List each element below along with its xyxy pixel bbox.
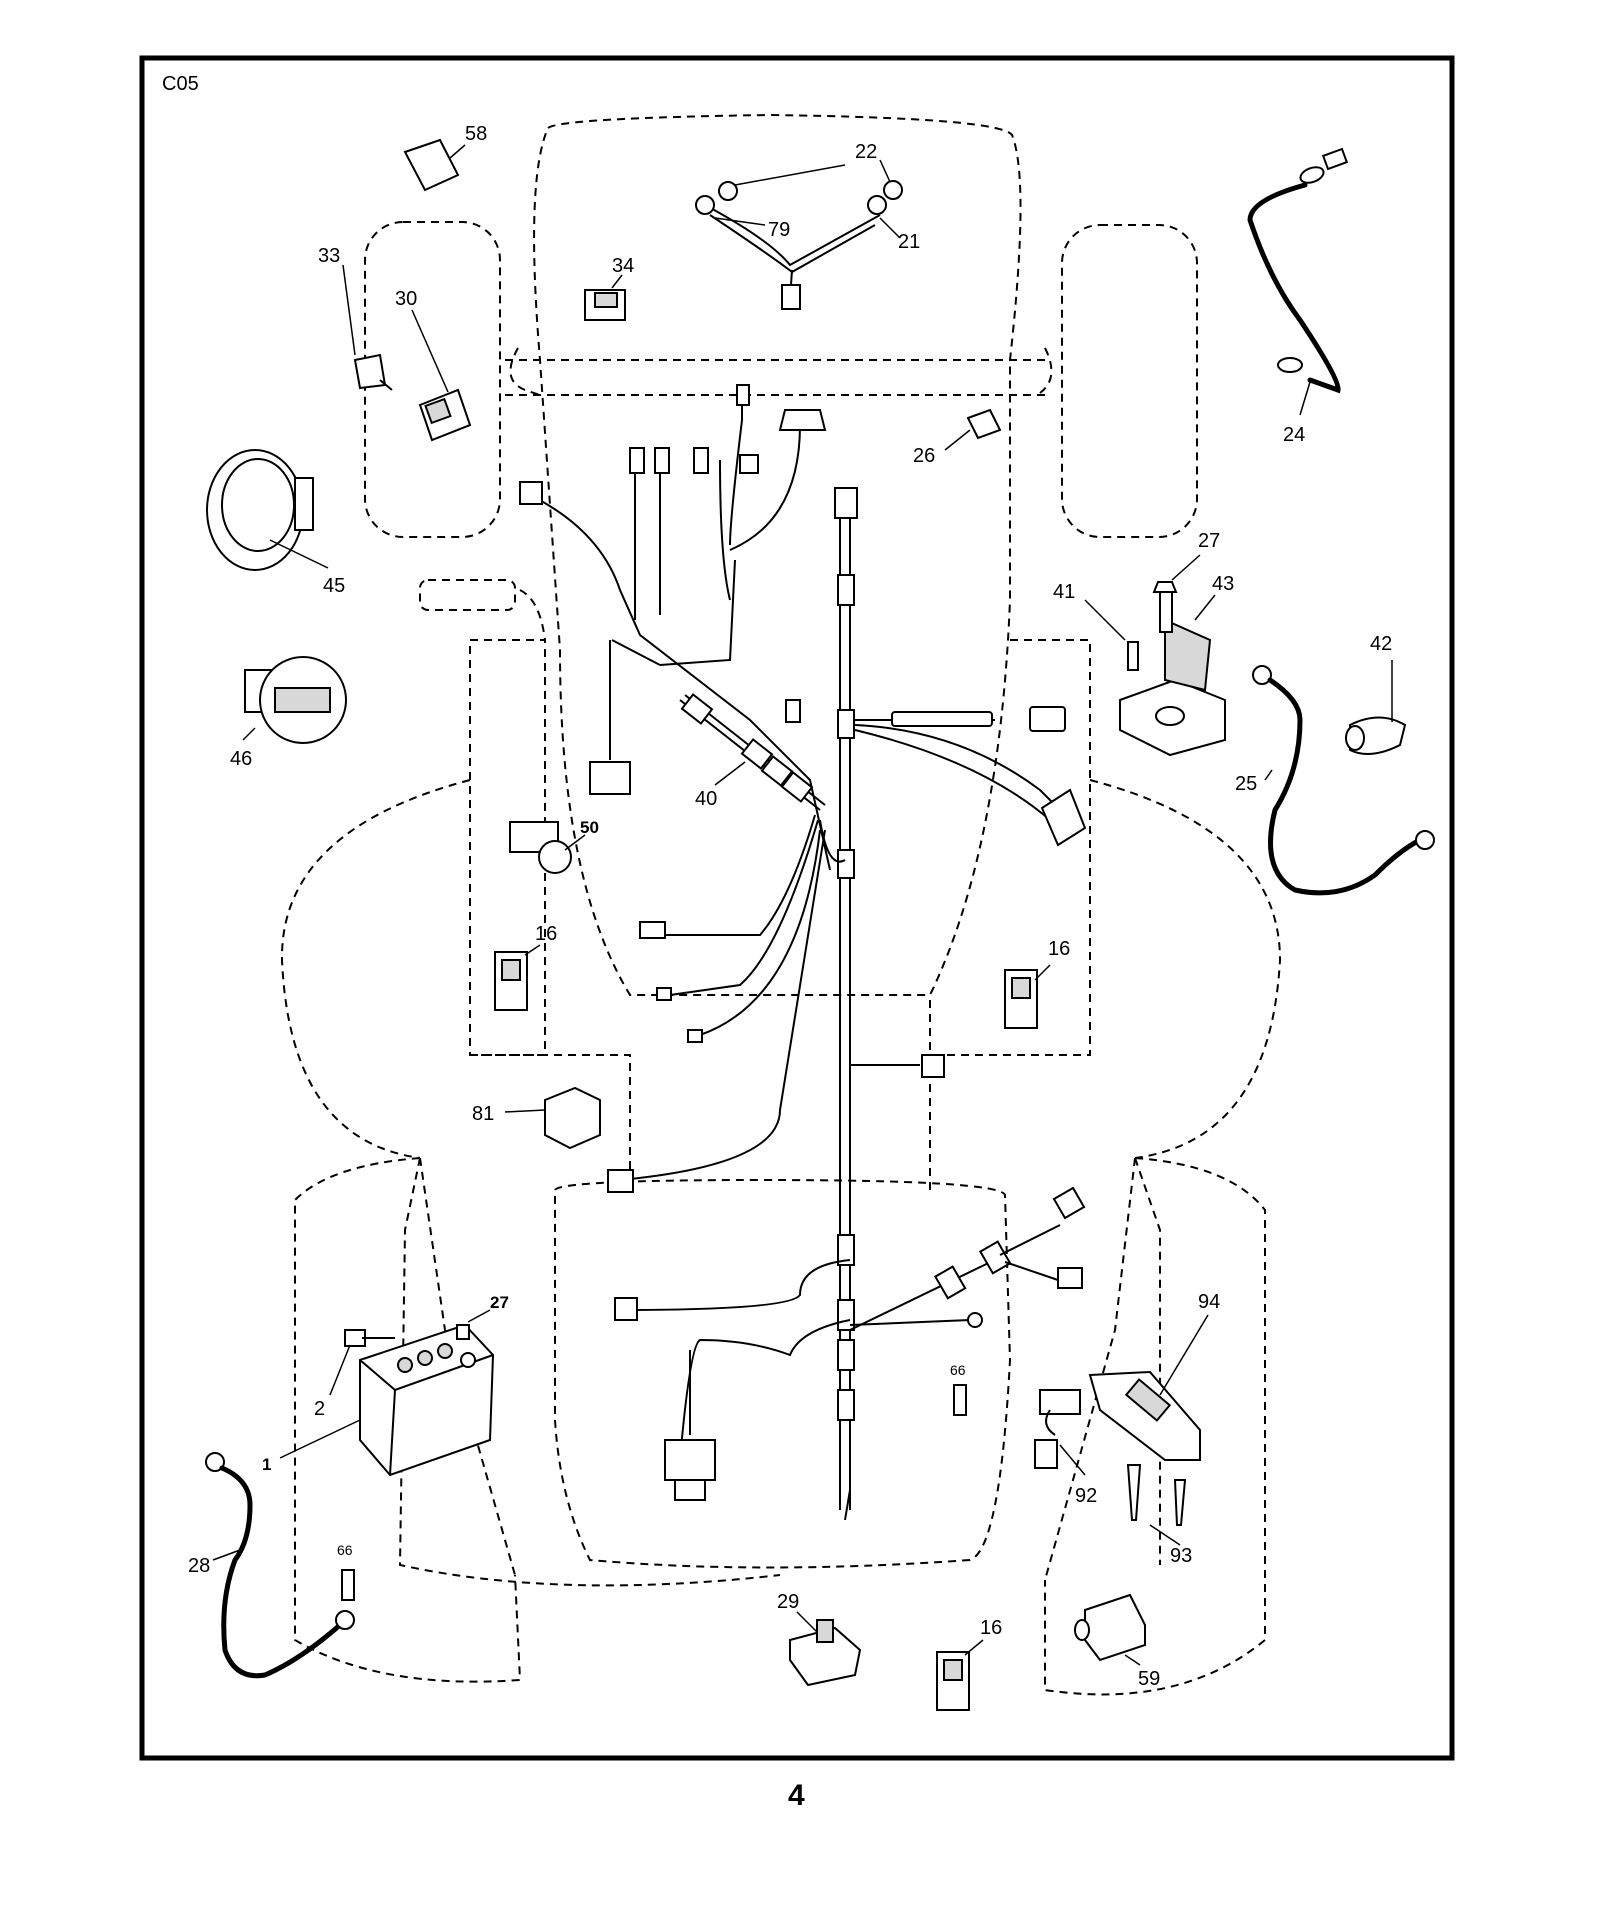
- callout-p25: 25: [1235, 773, 1257, 795]
- part-33-key: 33: [318, 245, 393, 391]
- callout-p22: 22: [855, 141, 877, 163]
- callout-p2: 2: [314, 1398, 325, 1420]
- callout-p93: 93: [1170, 1545, 1192, 1567]
- callout-p16c: 16: [980, 1617, 1002, 1639]
- diagram-code: C05: [162, 73, 199, 95]
- part-28-cable: 28: [188, 1452, 355, 1679]
- callout-p40: 40: [695, 788, 717, 810]
- callout-p79: 79: [768, 219, 790, 241]
- callout-p30: 30: [395, 288, 417, 310]
- callout-p24: 24: [1283, 424, 1305, 446]
- part-41-bolt: 41: [1053, 581, 1139, 671]
- part-29-switch: 29: [777, 1591, 862, 1687]
- callout-p34: 34: [612, 255, 634, 277]
- callout-p46: 46: [230, 748, 252, 770]
- callout-p27b: 27: [490, 1293, 509, 1312]
- main-harness: [519, 384, 1087, 1521]
- part-92-harness: 92: [1034, 1389, 1097, 1507]
- callout-p66a: 66: [950, 1362, 966, 1378]
- callout-p42: 42: [1370, 633, 1392, 655]
- part-94-module: 94: [1088, 1291, 1220, 1461]
- part-66-screw-center: 66: [950, 1362, 967, 1416]
- part-27-nut: 27: [1152, 530, 1220, 593]
- callout-p50: 50: [580, 818, 599, 837]
- diagram-frame: [139, 55, 1455, 1761]
- callout-p66b: 66: [337, 1542, 353, 1558]
- part-27-nut-battery: 27: [456, 1293, 509, 1340]
- part-24-cable: 24: [1247, 147, 1349, 446]
- part-22-headlights: 22 79 21: [695, 141, 920, 310]
- callout-p21: 21: [898, 231, 920, 253]
- callout-p28: 28: [188, 1555, 210, 1577]
- part-42-boot: 42: [1345, 633, 1407, 755]
- part-40-harness-label: 40: [695, 761, 746, 810]
- callout-p33: 33: [318, 245, 340, 267]
- callout-p59: 59: [1138, 1668, 1160, 1690]
- part-66-screw-left: 66: [337, 1542, 355, 1601]
- zone-outlines: [280, 113, 1282, 1696]
- page-number: 4: [788, 1779, 805, 1812]
- part-93-screws: 93: [1126, 1464, 1192, 1567]
- part-25-cable: 25: [1235, 665, 1435, 896]
- part-46-gauge: 46: [230, 656, 347, 770]
- callout-p29: 29: [777, 1591, 799, 1613]
- callout-p1: 1: [262, 1455, 271, 1474]
- callout-p92: 92: [1075, 1485, 1097, 1507]
- part-43-solenoid: 43: [1119, 573, 1234, 757]
- part-58: 58: [403, 123, 487, 192]
- part-16-switch-left: 16: [494, 923, 557, 1011]
- callout-p41: 41: [1053, 581, 1075, 603]
- part-16-switch-bottom: 16: [936, 1617, 1002, 1711]
- part-16-switch-right: 16: [1004, 938, 1070, 1029]
- callout-p43: 43: [1212, 573, 1234, 595]
- callout-p16b: 16: [1048, 938, 1070, 960]
- callout-p45: 45: [323, 575, 345, 597]
- part-30-ignition: 30: [395, 288, 472, 442]
- callout-p58: 58: [465, 123, 487, 145]
- callout-p16a: 16: [535, 923, 557, 945]
- callout-p81: 81: [472, 1103, 494, 1125]
- part-59-capacitor: 59: [1074, 1593, 1160, 1690]
- part-2-bolt: 2: [314, 1329, 395, 1420]
- callout-p94: 94: [1198, 1291, 1220, 1313]
- part-1-battery: 1: [262, 1323, 495, 1477]
- part-26-fuse: 26: [913, 408, 1002, 467]
- part-45-hourmeter: 45: [206, 449, 345, 597]
- part-34-switch: 34: [584, 255, 634, 321]
- part-50-switch: 50: [509, 818, 599, 874]
- callout-p26: 26: [913, 445, 935, 467]
- part-81-relay: 81: [472, 1086, 601, 1150]
- callout-p27a: 27: [1198, 530, 1220, 552]
